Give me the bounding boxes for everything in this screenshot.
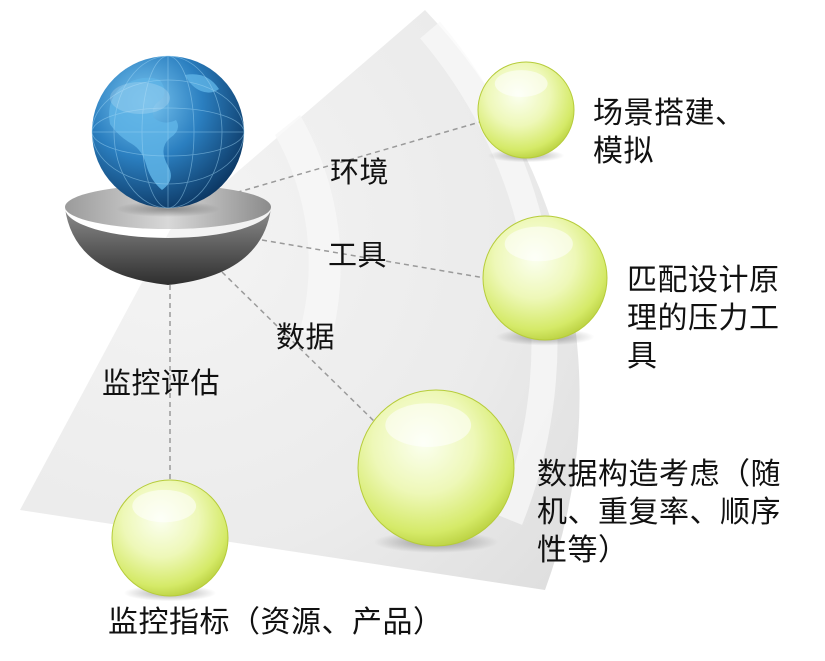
- connector-tools: [261, 239, 486, 279]
- node-label-pressure-tool: 匹配设计原 理的压力工 具: [627, 263, 780, 374]
- node-label-monitoring-metrics: 监控指标（资源、产品）: [108, 605, 444, 640]
- ring-label-data: 数据: [276, 320, 336, 354]
- ring-label-tools: 工具: [328, 238, 388, 272]
- sphere-node-monitoring-metrics: [111, 479, 229, 602]
- sphere-highlight: [132, 489, 197, 523]
- connector-data: [221, 271, 379, 426]
- connector-environment: [227, 121, 481, 196]
- sphere-highlight: [504, 226, 573, 262]
- sphere-node-pressure-tool: [482, 215, 608, 346]
- node-spheres: [111, 61, 608, 602]
- sphere-node-data-construction: [357, 389, 515, 554]
- hemisphere-pedestal-icon: [65, 185, 271, 285]
- fan-band: [275, 115, 341, 345]
- globe-icon: [91, 55, 245, 209]
- sphere-highlight: [385, 403, 472, 447]
- ring-label-environment: 环境: [330, 155, 390, 189]
- sphere-highlight: [494, 70, 548, 98]
- sphere-node-scenario: [477, 61, 575, 163]
- connector-lines: [169, 121, 486, 480]
- node-label-scenario: 场景搭建、 模拟: [593, 96, 746, 169]
- node-label-data-construction: 数据构造考虑（随 机、重复率、顺序 性等）: [537, 457, 781, 568]
- ring-label-monitoring: 监控评估: [102, 366, 221, 400]
